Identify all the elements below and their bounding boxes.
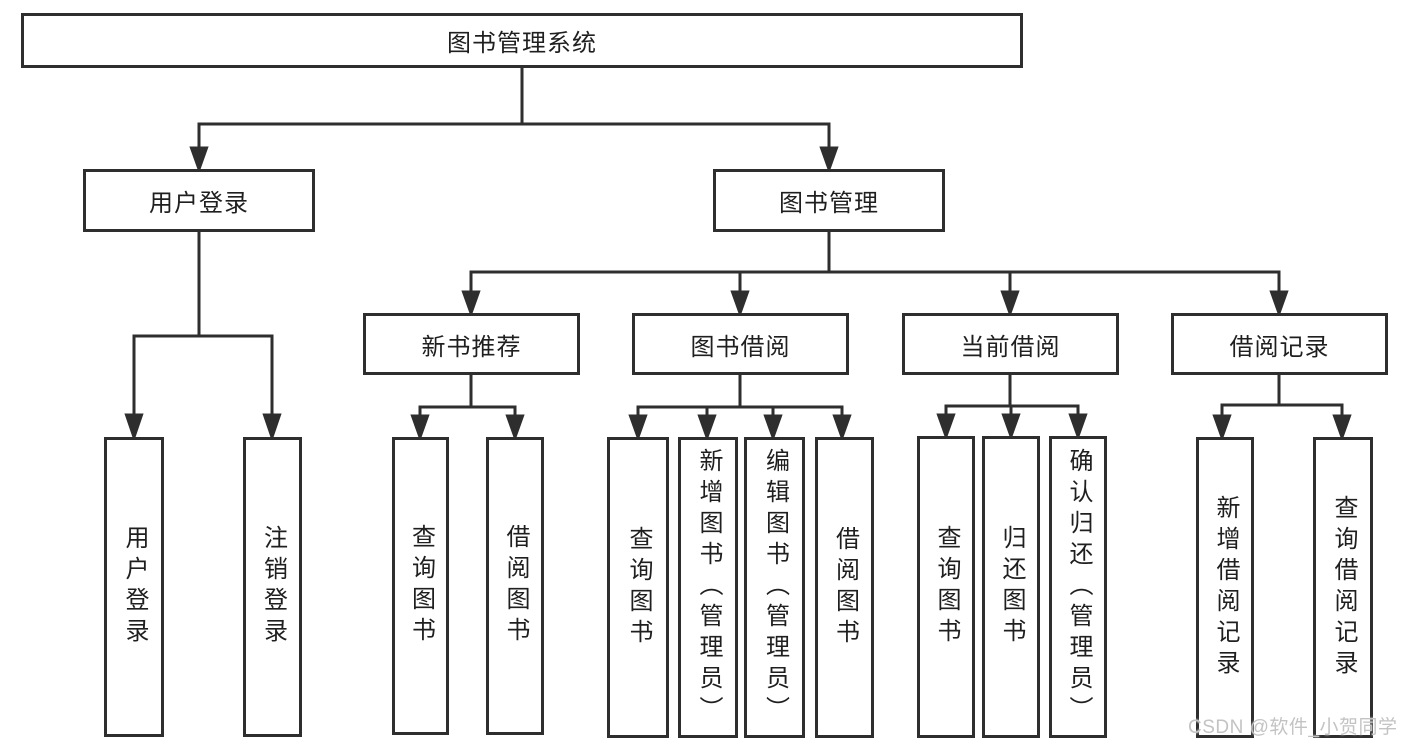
node-leaf-user-login: 用户登录 [104, 437, 164, 737]
node-label: 查询图书 [933, 525, 960, 649]
node-current-borrowing: 当前借阅 [902, 313, 1119, 375]
node-user-login: 用户登录 [83, 169, 315, 232]
node-leaf-confirm-return-admin: 确认归还（管理员） [1049, 436, 1107, 738]
node-label: 当前借阅 [960, 333, 1061, 361]
node-label: 用户登录 [121, 525, 148, 649]
connector-root-to-level2 [189, 68, 839, 174]
node-label: 归还图书 [998, 525, 1025, 649]
node-leaf-query-books: 查询图书 [392, 437, 449, 735]
connector-newbookrec-to-leaves [410, 375, 525, 442]
node-label: 查询图书 [407, 524, 435, 648]
node-leaf-borrow-books: 借阅图书 [486, 437, 544, 735]
node-label: 新增图书（管理员） [695, 448, 722, 727]
connector-bookmgmt-to-level3 [461, 232, 1289, 318]
node-label: 确认归还（管理员） [1065, 447, 1092, 727]
node-leaf-borrow-books: 借阅图书 [815, 437, 874, 738]
connector-borrowrecords-to-leaves [1212, 375, 1352, 442]
node-label: 图书管理系统 [447, 30, 597, 57]
node-borrowing-records: 借阅记录 [1171, 313, 1388, 375]
node-label: 图书借阅 [690, 333, 791, 361]
node-label: 新增借阅记录 [1212, 494, 1239, 681]
node-new-book-recommendation: 新书推荐 [363, 313, 580, 375]
connector-bookborrow-to-leaves [628, 375, 852, 442]
node-label: 借阅图书 [502, 524, 529, 648]
node-library-management-system: 图书管理系统 [21, 13, 1023, 68]
node-leaf-add-books-admin: 新增图书（管理员） [678, 437, 738, 738]
node-leaf-query-books: 查询图书 [607, 437, 669, 738]
node-leaf-return-books: 归还图书 [982, 436, 1040, 738]
node-label: 用户登录 [149, 190, 249, 217]
node-label: 借阅图书 [831, 525, 859, 650]
node-label: 查询图书 [625, 525, 652, 650]
node-leaf-logout: 注销登录 [243, 437, 302, 737]
node-leaf-edit-books-admin: 编辑图书（管理员） [744, 437, 805, 738]
node-leaf-query-books: 查询图书 [917, 436, 975, 738]
node-leaf-add-borrow-record: 新增借阅记录 [1196, 437, 1254, 738]
connector-userlogin-to-leaves [124, 232, 282, 442]
node-leaf-query-borrow-record: 查询借阅记录 [1313, 437, 1373, 738]
node-label: 编辑图书（管理员） [761, 448, 789, 727]
node-label: 新书推荐 [421, 333, 522, 361]
connector-currentborrow-to-leaves [936, 375, 1088, 441]
node-label: 借阅记录 [1229, 333, 1330, 361]
node-label: 查询借阅记录 [1330, 494, 1357, 681]
node-label: 注销登录 [259, 525, 287, 649]
node-book-borrowing: 图书借阅 [632, 313, 849, 375]
csdn-watermark: CSDN @软件_小贺同学 [1188, 717, 1398, 738]
node-label: 图书管理 [779, 190, 879, 217]
node-book-management: 图书管理 [713, 169, 945, 232]
